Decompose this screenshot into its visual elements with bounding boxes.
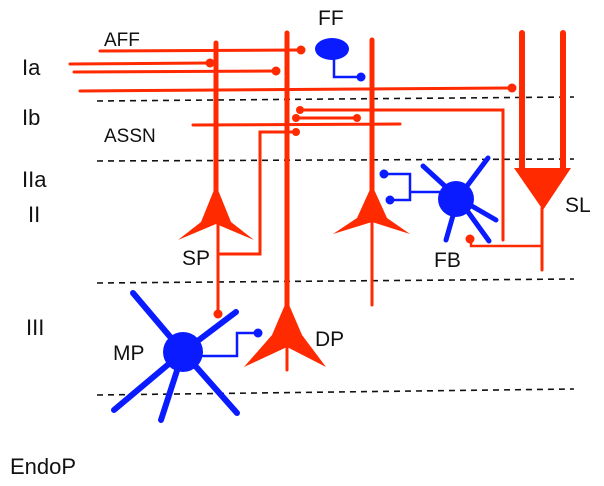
layer-label-iii: III (26, 315, 44, 340)
association-fibers (191, 106, 505, 256)
aff-synapse-4 (507, 83, 517, 93)
fiber-labels: AFF ASSN (104, 30, 156, 147)
afferent-fibers (68, 45, 517, 93)
cell-label-mp: MP (113, 342, 145, 365)
layer-label-endop: EndoP (10, 454, 76, 479)
layer-label-ii: II (28, 202, 40, 227)
ff-axon (332, 58, 360, 79)
feedback-interneuron-fb (379, 155, 499, 244)
fiber-label-assn: ASSN (104, 126, 156, 147)
boundary-ib-iia (96, 158, 575, 162)
multipolar-interneuron-mp (111, 290, 263, 423)
fiber-label-aff: AFF (104, 30, 140, 51)
ff-soma (315, 38, 349, 60)
aff-fiber-4 (78, 86, 514, 93)
mp-soma (163, 332, 203, 372)
middle-pyr-soma (333, 185, 410, 234)
aff-fiber-1 (98, 48, 302, 53)
layer-labels: Ia Ib IIa II III EndoP (10, 55, 76, 479)
sp-axon-terminal (213, 309, 223, 319)
superficial-pyramidal-cell-sp (178, 40, 254, 319)
deep-pyramidal-cell-dp (244, 30, 326, 372)
sl-soma (514, 168, 571, 210)
sl-axon-branch (469, 238, 544, 248)
semilunar-cell-sl (465, 30, 571, 272)
ff-synapse (356, 72, 366, 82)
layer-boundaries (96, 96, 575, 396)
fb-synapse-2 (385, 195, 395, 205)
assn-synapse-2 (296, 106, 304, 114)
cell-label-fb: FB (434, 249, 461, 272)
fb-synapse-1 (379, 169, 389, 179)
fb-soma (438, 181, 474, 217)
boundary-ia-ib (96, 96, 575, 102)
feedforward-interneuron-ff (315, 38, 366, 82)
mp-synapse (253, 328, 263, 338)
sp-axon-collateral (218, 130, 298, 256)
pyramidal-cell-middle (333, 37, 410, 307)
sp-soma (178, 185, 254, 240)
cell-label-dp: DP (315, 328, 344, 351)
aff-synapse-1 (296, 45, 306, 55)
cell-label-ff: FF (318, 7, 344, 30)
sl-synapse-fb (465, 234, 475, 244)
aff-synapse-2 (205, 58, 215, 68)
dp-soma (244, 300, 326, 367)
aff-synapse-3 (271, 66, 281, 76)
assn-fiber-1 (191, 122, 402, 127)
layer-label-iia: IIa (22, 167, 47, 192)
inhibitory-elements (111, 38, 499, 423)
assn-synapse-3 (292, 114, 300, 122)
aff-fiber-2 (68, 61, 211, 66)
assn-synapse-1 (292, 128, 300, 136)
mp-axon (201, 331, 258, 358)
boundary-ii-iii (96, 278, 575, 284)
excitatory-elements (68, 30, 571, 372)
aff-fiber-3 (72, 69, 277, 74)
cell-label-sl: SL (565, 194, 591, 217)
sl-axon-collateral (299, 108, 505, 242)
cell-labels: FF SP DP SL FB MP (113, 7, 591, 365)
boundary-iii-endop (96, 388, 575, 396)
layer-label-ib: Ib (22, 105, 40, 130)
fb-axon (384, 172, 442, 202)
assn-synapse-4 (353, 114, 361, 122)
cell-label-sp: SP (182, 247, 210, 270)
layer-label-ia: Ia (22, 55, 41, 80)
